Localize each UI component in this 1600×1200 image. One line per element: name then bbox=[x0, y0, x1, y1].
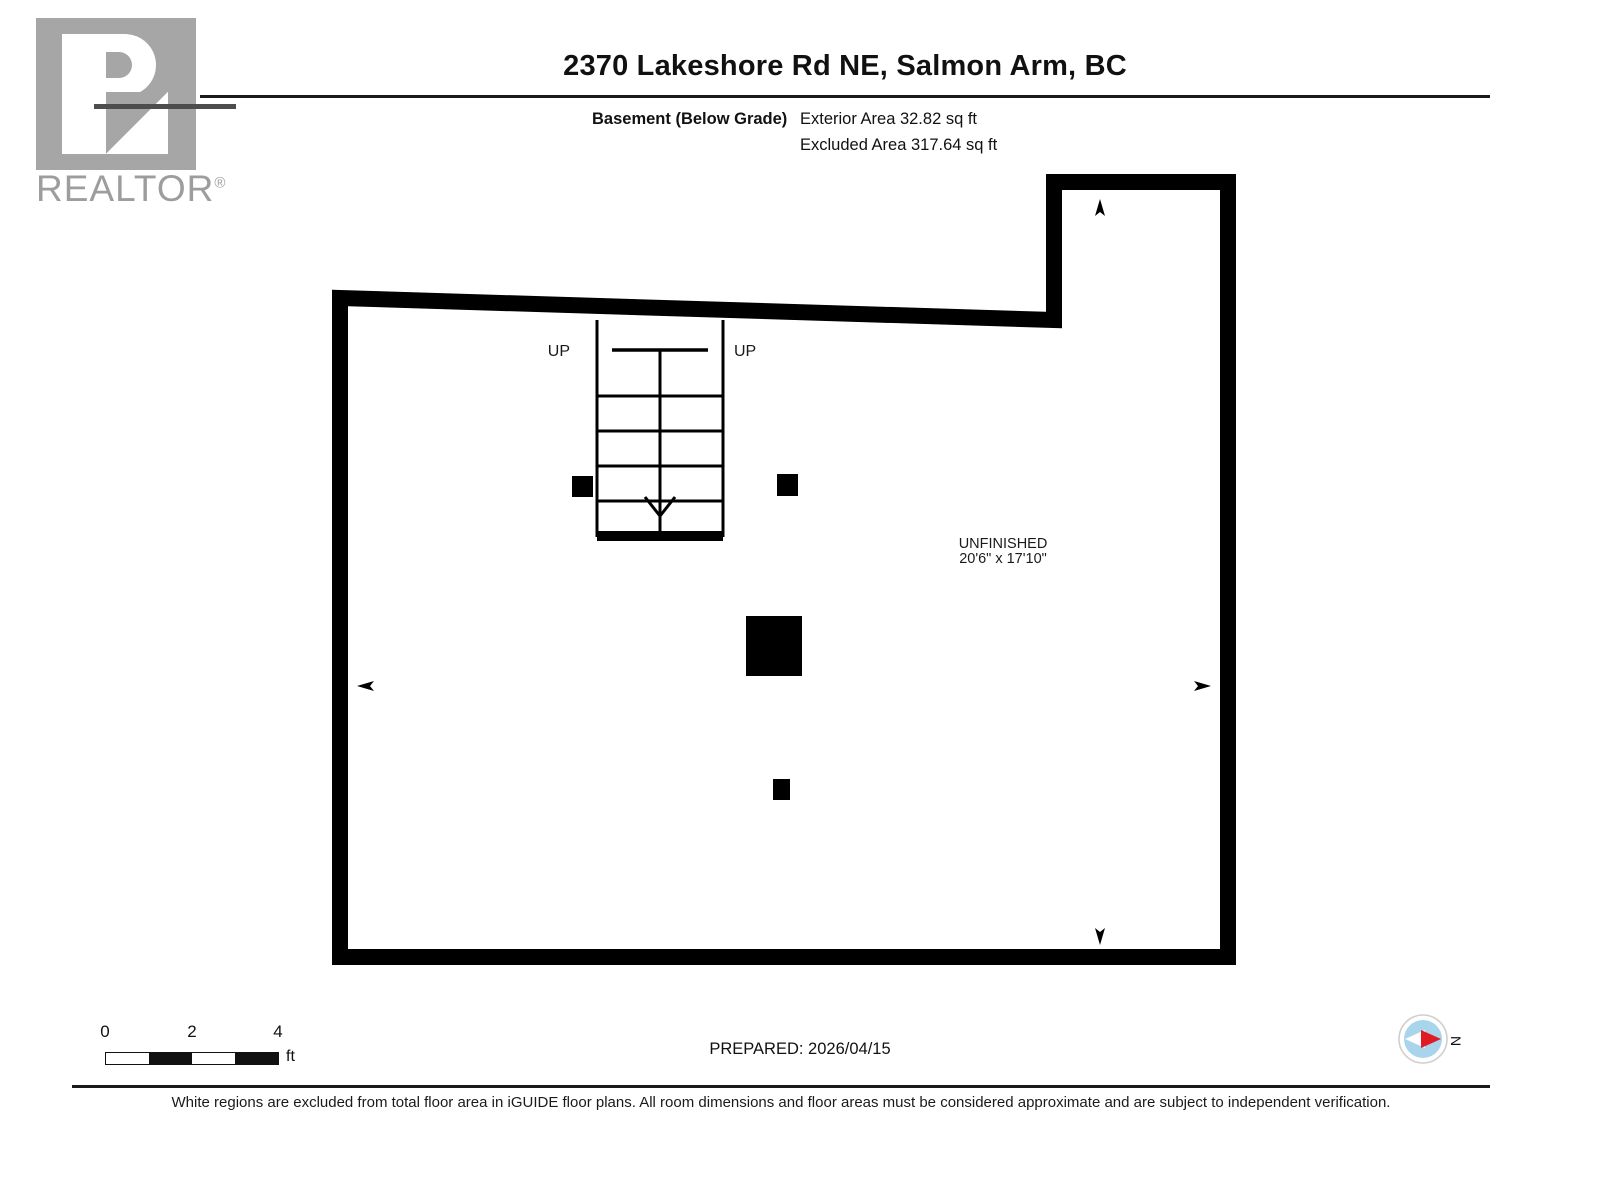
realtor-r-leg bbox=[106, 92, 168, 154]
excluded-area-value: Excluded Area 317.64 sq ft bbox=[800, 136, 998, 154]
view-marker-south bbox=[1095, 928, 1105, 945]
room-label-dimensions: 20'6" x 17'10" bbox=[959, 551, 1047, 567]
footer-disclaimer: White regions are excluded from total fl… bbox=[171, 1094, 1391, 1111]
level-label: Basement (Below Grade) bbox=[592, 110, 788, 128]
scale-segment-2 bbox=[149, 1053, 192, 1064]
realtor-r-bowl-counter bbox=[106, 52, 132, 78]
view-marker-west bbox=[357, 681, 374, 691]
staircase bbox=[595, 320, 725, 541]
prepared-date: PREPARED: 2026/04/15 bbox=[709, 1040, 891, 1058]
registered-mark: ® bbox=[214, 174, 227, 192]
stair-label-up-right: UP bbox=[734, 343, 756, 360]
room-label-name: UNFINISHED bbox=[959, 536, 1048, 552]
exterior-wall-path bbox=[332, 174, 1236, 965]
scale-bar bbox=[105, 1052, 279, 1065]
column-marker-centre bbox=[746, 616, 802, 676]
compass-north-label: N bbox=[1448, 1035, 1465, 1047]
scale-segment-3 bbox=[192, 1053, 235, 1064]
stair-direction-arrow-icon bbox=[643, 480, 677, 519]
view-marker-north bbox=[1095, 199, 1105, 216]
scale-segment-1 bbox=[106, 1053, 149, 1064]
scale-tick-0: 0 bbox=[100, 1022, 110, 1041]
scale-tick-2: 2 bbox=[187, 1022, 197, 1041]
page-title: 2370 Lakeshore Rd NE, Salmon Arm, BC bbox=[563, 50, 1127, 82]
post-marker-right bbox=[777, 474, 798, 496]
view-marker-east bbox=[1194, 681, 1211, 691]
scale-unit-label: ft bbox=[286, 1048, 295, 1065]
compass-icon bbox=[1398, 1014, 1448, 1064]
stair-label-up-left: UP bbox=[548, 343, 570, 360]
realtor-r-mark bbox=[36, 18, 196, 170]
exterior-wall-outline bbox=[332, 174, 1236, 965]
footer-divider bbox=[72, 1085, 1490, 1088]
stair-base-wall bbox=[597, 531, 723, 541]
realtor-wordmark-text: REALTOR bbox=[36, 168, 215, 209]
scale-bar-group: 0 2 4 ft bbox=[96, 1022, 316, 1072]
compass-needle-light bbox=[1405, 1030, 1425, 1048]
interior-floor-area bbox=[348, 190, 1220, 949]
title-divider bbox=[200, 95, 1490, 98]
exterior-area-value: Exterior Area 32.82 sq ft bbox=[800, 110, 978, 128]
realtor-wordmark: REALTOR® bbox=[36, 168, 236, 210]
realtor-underline bbox=[94, 104, 236, 109]
realtor-r-stem bbox=[62, 34, 106, 154]
compass-needle-north bbox=[1421, 1030, 1441, 1048]
post-marker-left bbox=[572, 476, 593, 497]
realtor-logo: REALTOR® bbox=[36, 18, 236, 209]
level-summary: Basement (Below Grade) Exterior Area 32.8… bbox=[592, 106, 997, 158]
scale-segment-4 bbox=[235, 1053, 278, 1064]
post-marker-lower bbox=[773, 779, 790, 800]
level-summary-row-1: Basement (Below Grade) Exterior Area 32.8… bbox=[592, 106, 997, 132]
scale-tick-4: 4 bbox=[273, 1022, 283, 1041]
compass-rose: N bbox=[1395, 1012, 1495, 1070]
